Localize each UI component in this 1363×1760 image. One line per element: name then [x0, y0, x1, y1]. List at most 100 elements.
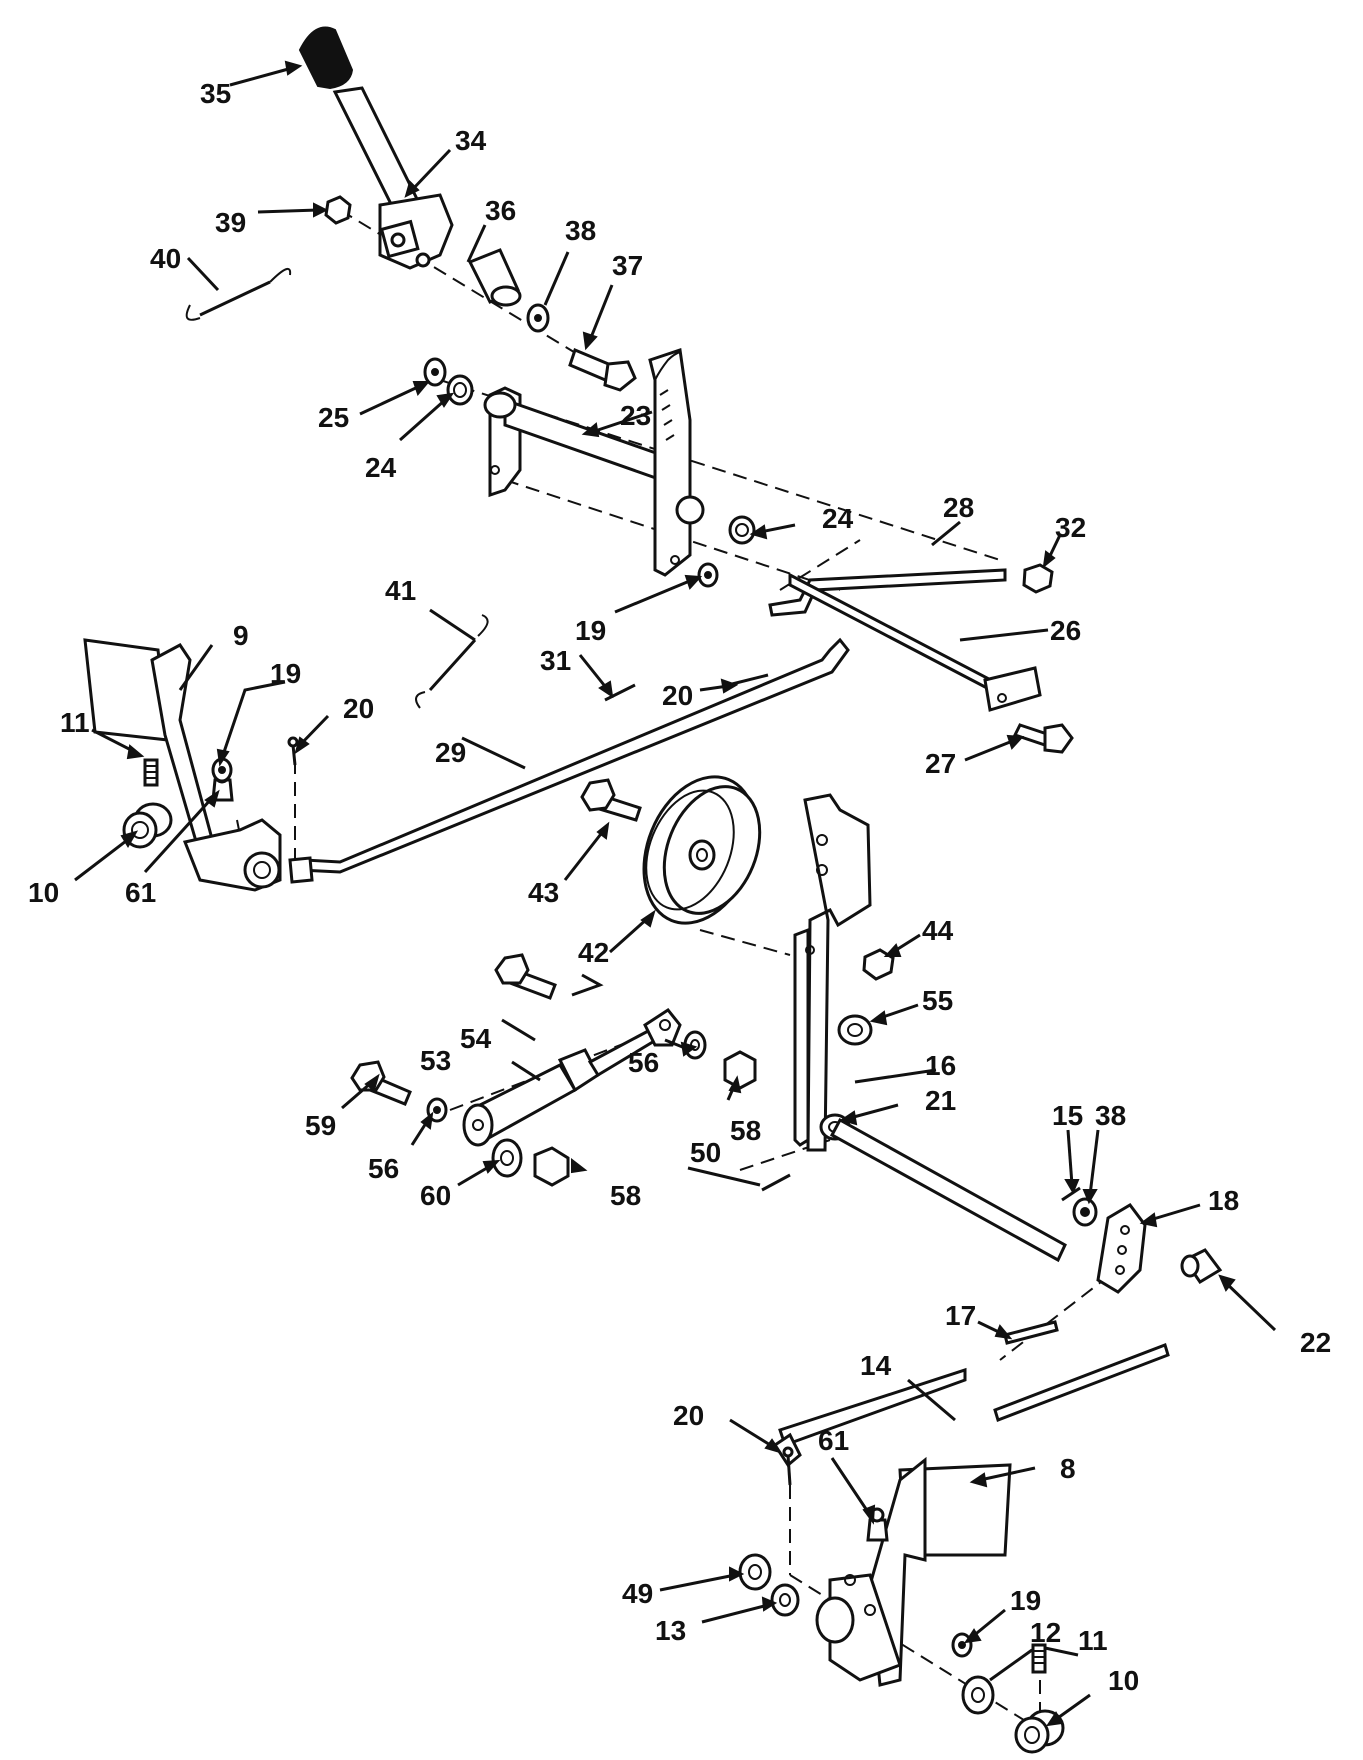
bolt-37 [568, 347, 637, 392]
nut-58-bottom [533, 1146, 570, 1187]
washer-38-top [526, 303, 550, 333]
bolt-43 [580, 778, 642, 822]
spring-40 [185, 267, 292, 321]
brake-pedal-arm-34 [332, 86, 454, 270]
nut-44 [862, 948, 895, 981]
nut-58-top [723, 1050, 757, 1090]
washer-19-top [697, 562, 719, 588]
callout-21: 21 [925, 1085, 956, 1116]
pedal-9 [83, 638, 282, 892]
callout-14: 14 [860, 1350, 892, 1381]
pulley-42 [642, 775, 762, 925]
callout-24-right: 24 [822, 503, 854, 534]
washer-13 [770, 1583, 800, 1617]
callout-15: 15 [1052, 1100, 1083, 1131]
threaded-rod-14 [993, 1343, 1170, 1422]
callout-36: 36 [485, 195, 516, 226]
callout-58-top: 58 [730, 1115, 761, 1146]
callout-16: 16 [925, 1050, 956, 1081]
callout-40: 40 [150, 243, 181, 274]
spacer-55 [837, 1014, 873, 1046]
callout-37: 37 [612, 250, 643, 281]
callout-9: 9 [233, 620, 249, 651]
callout-61-left: 61 [125, 877, 156, 908]
callout-10-left: 10 [28, 877, 59, 908]
spring-41 [415, 614, 489, 709]
cross-shaft-23 [483, 348, 705, 577]
callout-60: 60 [420, 1180, 451, 1211]
link-18 [1096, 1203, 1147, 1294]
roll-pin-20-center [727, 673, 769, 687]
callout-12: 12 [1030, 1617, 1061, 1648]
callout-61-lower: 61 [818, 1425, 849, 1456]
callout-18: 18 [1208, 1185, 1239, 1216]
callout-56-bottom: 56 [368, 1153, 399, 1184]
callout-19-lower: 19 [1010, 1585, 1041, 1616]
callout-8: 8 [1060, 1453, 1076, 1484]
callout-59: 59 [305, 1110, 336, 1141]
callout-20-left: 20 [343, 693, 374, 724]
callout-34: 34 [455, 125, 487, 156]
set-screw-11-lower [1031, 1643, 1047, 1674]
callout-22: 22 [1300, 1327, 1331, 1358]
shaft-21-main [829, 1117, 1067, 1263]
callout-38-top: 38 [565, 215, 596, 246]
callout-28: 28 [943, 492, 974, 523]
spacer-60 [491, 1138, 523, 1178]
callout-19-left: 19 [270, 658, 301, 689]
cotter-15 [1061, 1186, 1081, 1202]
callout-58-bottom: 58 [610, 1180, 641, 1211]
callout-39: 39 [215, 207, 246, 238]
callout-17: 17 [945, 1300, 976, 1331]
callout-53: 53 [420, 1045, 451, 1076]
callout-38-right: 38 [1095, 1100, 1126, 1131]
callout-44: 44 [922, 915, 954, 946]
arm-26 [788, 572, 1042, 712]
callout-labels: 35 34 39 40 36 38 37 25 24 23 24 28 32 1… [28, 78, 1331, 1696]
washer-25 [423, 357, 447, 387]
pedal-pad-35 [298, 26, 354, 90]
collar-10-left [122, 802, 173, 849]
callout-13: 13 [655, 1615, 686, 1646]
bushing-24-left [446, 374, 474, 406]
callout-26: 26 [1050, 615, 1081, 646]
callout-55: 55 [922, 985, 953, 1016]
callout-56-top: 56 [628, 1047, 659, 1078]
nut-39 [324, 195, 352, 225]
callout-25: 25 [318, 402, 349, 433]
bolt-54-top [494, 953, 557, 1000]
roll-pin-31 [604, 683, 636, 702]
cotter-pin-20-lower [782, 1446, 794, 1486]
bushing-24-right [728, 515, 756, 545]
callout-29: 29 [435, 737, 466, 768]
callout-31: 31 [540, 645, 571, 676]
callout-32: 32 [1055, 512, 1086, 543]
callout-10-lower: 10 [1108, 1665, 1139, 1696]
callout-41: 41 [385, 575, 416, 606]
callout-49: 49 [622, 1578, 653, 1609]
callout-11-lower: 11 [1078, 1625, 1108, 1656]
washer-49 [738, 1553, 772, 1591]
nut-32 [1022, 563, 1054, 594]
callout-24-left: 24 [365, 452, 397, 483]
idler-arm-16 [793, 793, 872, 1152]
bolt-27 [1012, 723, 1074, 754]
roll-pin-50 [761, 1173, 791, 1192]
callout-23: 23 [620, 400, 651, 431]
callout-20-center: 20 [662, 680, 693, 711]
pin-22 [1180, 1248, 1223, 1285]
callout-35: 35 [200, 78, 231, 109]
callout-19-top: 19 [575, 615, 606, 646]
bolt-59 [350, 1060, 412, 1106]
washer-38-right [1072, 1197, 1098, 1227]
callout-43: 43 [528, 877, 559, 908]
leader-lines [74, 60, 1277, 1727]
callout-20-lower: 20 [673, 1400, 704, 1431]
callout-27: 27 [925, 748, 956, 779]
callout-42: 42 [578, 937, 609, 968]
pedal-8 [772, 1367, 1012, 1687]
set-screw-11-left [143, 758, 159, 787]
spacer-36 [467, 248, 522, 307]
